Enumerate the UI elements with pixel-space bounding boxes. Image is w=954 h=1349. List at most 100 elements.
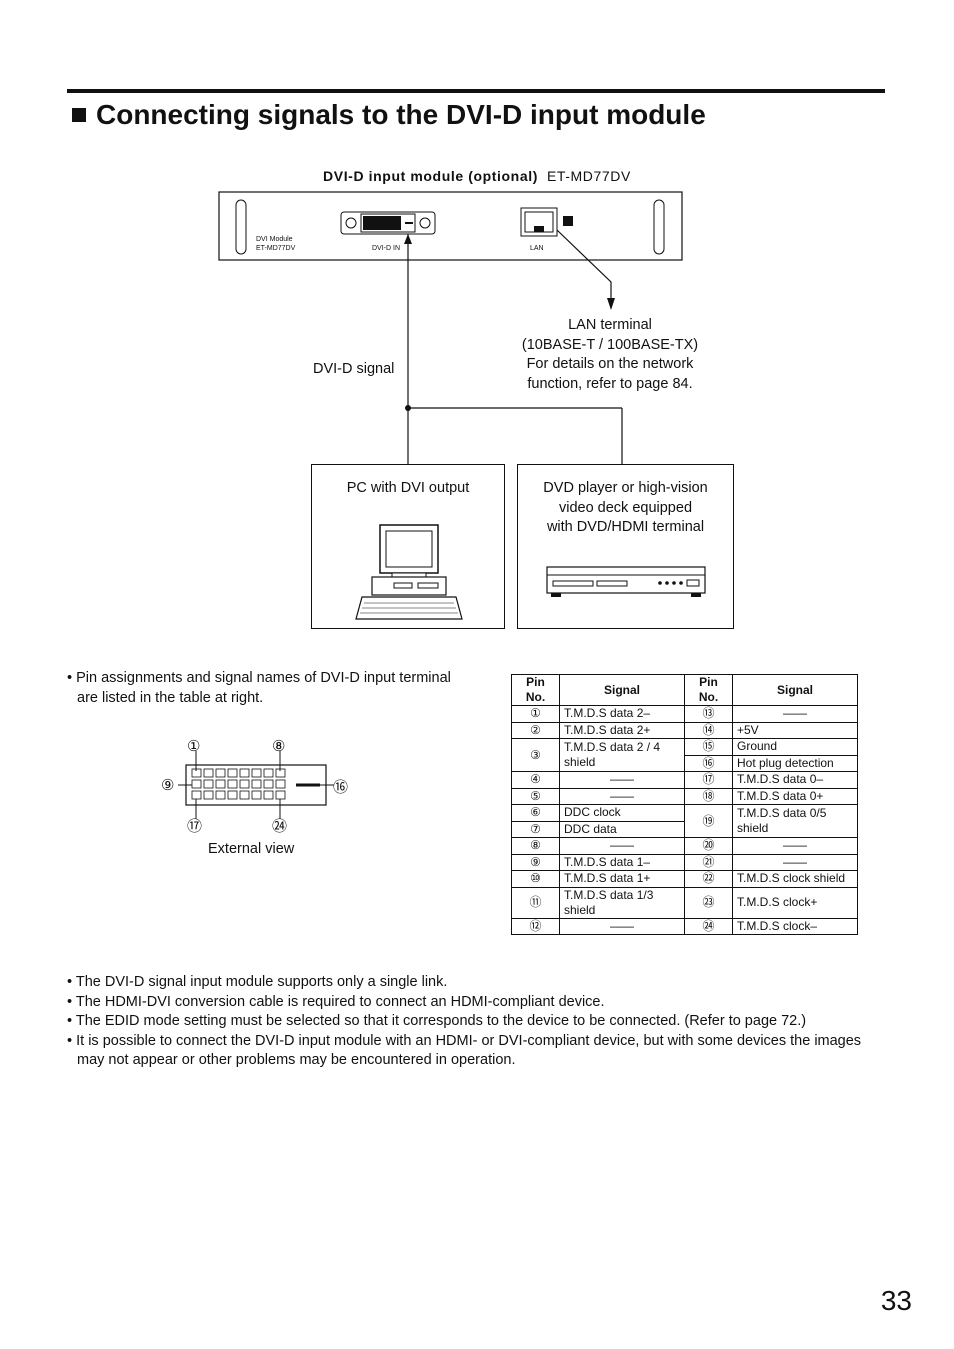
pin-number-cell: ① bbox=[511, 705, 560, 723]
signal-cell: —— bbox=[732, 837, 858, 855]
lan-connector bbox=[520, 207, 573, 237]
pin-number-cell: ⑯ bbox=[684, 754, 733, 772]
table-header-row: Pin No. Signal Pin No. Signal bbox=[511, 674, 858, 706]
lan-text-line: function, refer to page 84. bbox=[527, 375, 693, 392]
signal-cell: —— bbox=[732, 853, 858, 871]
pin-number-cell: ㉔ bbox=[684, 917, 733, 935]
connector-pin bbox=[251, 768, 262, 778]
signal-cell: —— bbox=[559, 837, 685, 855]
pin-number-cell: ⑰ bbox=[684, 771, 733, 789]
pin-number-cell: ㉓ bbox=[684, 886, 733, 919]
signal-cell: T.M.D.S data 2– bbox=[559, 705, 685, 723]
panel-right-handle bbox=[653, 199, 665, 255]
pin-number-cell: ② bbox=[511, 721, 560, 739]
pin-number-cell: ⑬ bbox=[684, 705, 733, 723]
note-item: • The EDID mode setting must be selected… bbox=[67, 1013, 807, 1029]
connector-pin bbox=[263, 779, 274, 789]
signal-cell: T.M.D.S clock– bbox=[732, 917, 858, 935]
connector-pin bbox=[239, 768, 250, 778]
dvi-connector bbox=[340, 211, 436, 235]
pin-number-cell: ⑩ bbox=[511, 870, 560, 888]
top-rule bbox=[67, 89, 885, 93]
pin-1-label: ① bbox=[187, 738, 201, 755]
signal-cell: +5V bbox=[732, 721, 858, 739]
dvd-device-box: DVD player or high-vision video deck equ… bbox=[517, 464, 734, 629]
title-square-icon bbox=[72, 108, 86, 122]
pin-number-cell: ③ bbox=[511, 738, 560, 772]
signal-cell: Hot plug detection bbox=[732, 754, 858, 772]
pc-box-caption: PC with DVI output bbox=[346, 480, 470, 496]
dvi-signal-label: DVI-D signal bbox=[313, 361, 395, 377]
note-item: • The DVI-D signal input module supports… bbox=[67, 974, 448, 990]
dvd-caption-line: DVD player or high-vision bbox=[543, 480, 708, 496]
pin-24-label: ㉔ bbox=[272, 818, 288, 835]
signal-cell: T.M.D.S data 1– bbox=[559, 853, 685, 871]
pin-number-cell: ⑫ bbox=[511, 917, 560, 935]
pin-17-label: ⑰ bbox=[187, 818, 203, 835]
pin-number-cell: ⑪ bbox=[511, 886, 560, 919]
lan-text-line: (10BASE-T / 100BASE-TX) bbox=[521, 336, 699, 353]
pin-16-label: ⑯ bbox=[333, 779, 349, 796]
connector-pin bbox=[263, 790, 274, 800]
external-view-label: External view bbox=[208, 841, 295, 857]
dvi-port-label: DVI-D IN bbox=[372, 245, 400, 252]
header-pin-no: Pin No. bbox=[684, 674, 733, 706]
module-name-line2: ET-MD77DV bbox=[256, 245, 296, 252]
pin-9-label: ⑨ bbox=[161, 777, 175, 794]
pin-number-cell: ⑥ bbox=[511, 804, 560, 822]
connector-pin bbox=[251, 790, 262, 800]
panel-left-handle bbox=[235, 199, 247, 255]
signal-cell: T.M.D.S data 2+ bbox=[559, 721, 685, 739]
connector-pin bbox=[191, 790, 202, 800]
note-item: • It is possible to connect the DVI-D in… bbox=[67, 1032, 862, 1069]
signal-cell: T.M.D.S data 2 / 4 shield bbox=[559, 738, 685, 772]
pin-number-cell: ⑳ bbox=[684, 837, 733, 855]
connector-pin bbox=[239, 790, 250, 800]
signal-cell: —— bbox=[559, 771, 685, 789]
signal-cell: T.M.D.S data 0+ bbox=[732, 787, 858, 805]
pin-number-cell: ⑱ bbox=[684, 787, 733, 805]
signal-cell: DDC data bbox=[559, 820, 685, 838]
lan-terminal-text: LAN terminal (10BASE-T / 100BASE-TX) For… bbox=[505, 316, 715, 394]
note-item: • The HDMI-DVI conversion cable is requi… bbox=[67, 993, 605, 1010]
page-number: 33 bbox=[880, 1285, 912, 1316]
connector-pin bbox=[191, 779, 202, 789]
dvd-caption-line: video deck equipped bbox=[558, 499, 693, 516]
connector-pin bbox=[215, 768, 226, 778]
connector-pin bbox=[239, 779, 250, 789]
page-title-text: Connecting signals to the DVI-D input mo… bbox=[96, 99, 706, 130]
signal-cell: T.M.D.S clock shield bbox=[732, 870, 858, 888]
signal-cell: —— bbox=[559, 917, 685, 935]
signal-cell: T.M.D.S data 1+ bbox=[559, 870, 685, 888]
connector-pin bbox=[203, 779, 214, 789]
connector-pin bbox=[227, 790, 238, 800]
pin-number-cell: ㉑ bbox=[684, 853, 733, 871]
dvd-caption-line: with DVD/HDMI terminal bbox=[546, 519, 705, 535]
connector-pin bbox=[275, 779, 286, 789]
connection-diagram bbox=[218, 191, 683, 464]
page-title: Connecting signals to the DVI-D input mo… bbox=[72, 99, 706, 131]
signal-cell: T.M.D.S data 0/5 shield bbox=[732, 804, 858, 838]
connector-pin bbox=[215, 790, 226, 800]
module-name-label: DVI Module ET-MD77DV bbox=[256, 235, 295, 253]
connector-pin bbox=[215, 779, 226, 789]
connector-pin bbox=[251, 779, 262, 789]
pc-computer-icon bbox=[355, 524, 463, 620]
connector-pin bbox=[263, 768, 274, 778]
pin-number-cell: ⑦ bbox=[511, 820, 560, 838]
pin-number-cell: ④ bbox=[511, 771, 560, 789]
signal-cell: T.M.D.S data 0– bbox=[732, 771, 858, 789]
signal-cell: T.M.D.S clock+ bbox=[732, 886, 858, 919]
pin-8-label: ⑧ bbox=[272, 738, 286, 755]
pin-number-cell: ⑭ bbox=[684, 721, 733, 739]
